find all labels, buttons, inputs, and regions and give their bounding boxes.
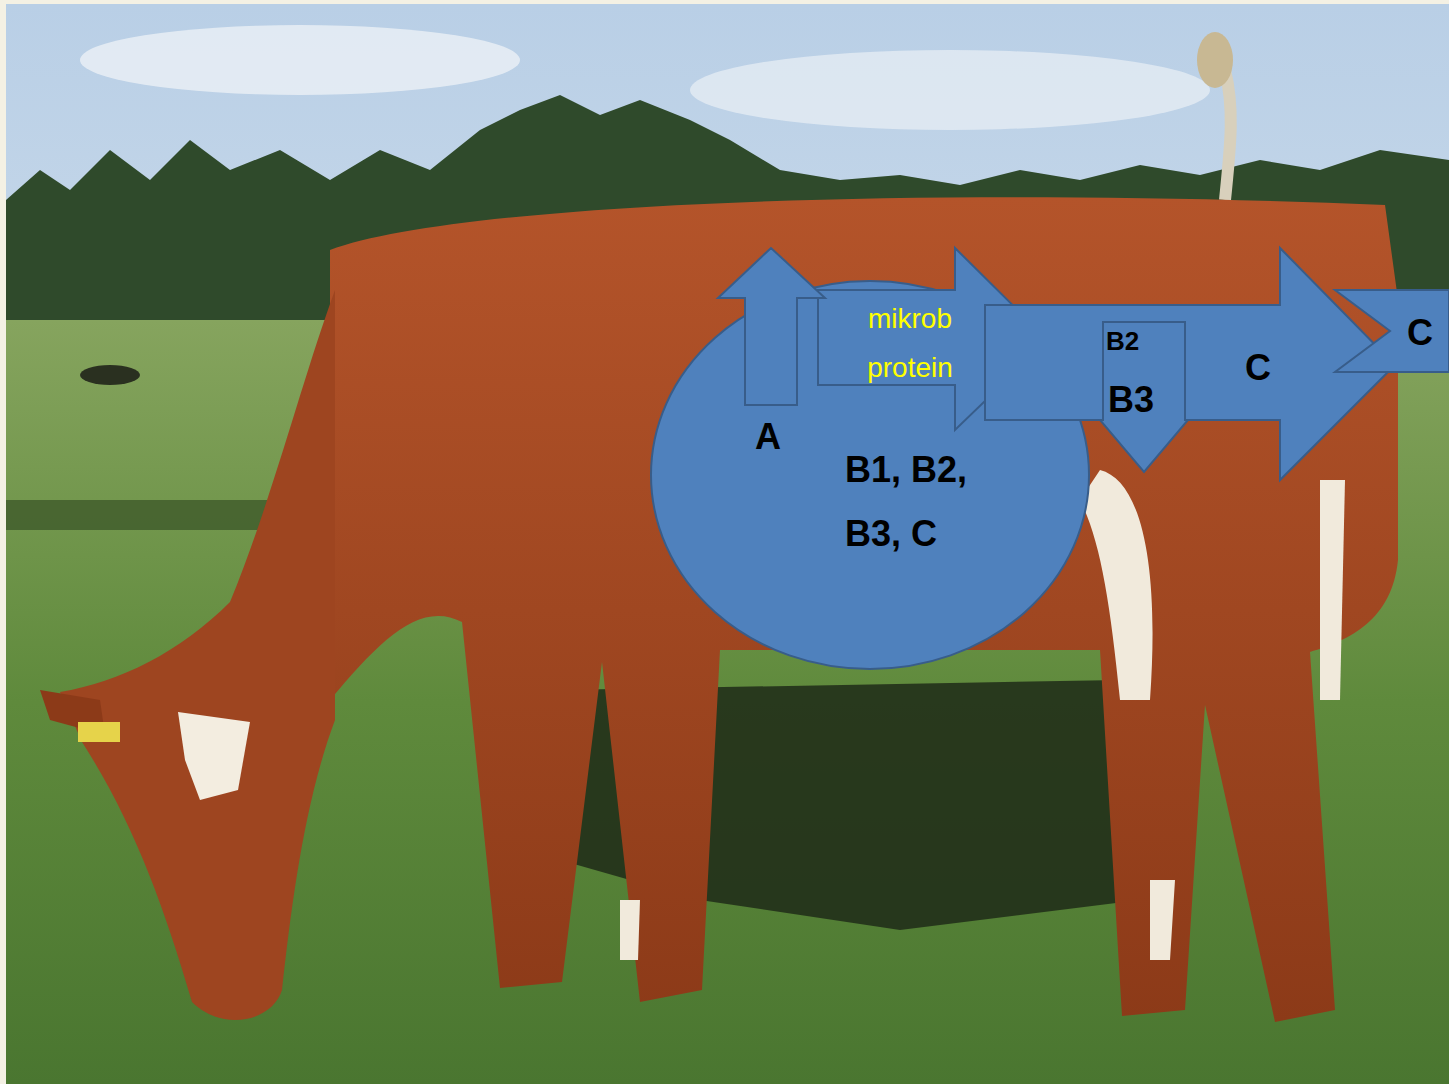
distant-cattle: [80, 365, 140, 385]
down-arrow: B2B3: [1100, 322, 1188, 472]
tail-tuft: [1197, 32, 1233, 88]
nutrient-list: B1, B2, B3, C: [845, 438, 1010, 566]
udder-patch: [1080, 470, 1153, 700]
process-letter: A: [748, 415, 788, 459]
arrow-outline: [1100, 322, 1188, 472]
text-slot: mikrob protein: [840, 294, 980, 392]
block-arrow: C: [985, 248, 1395, 480]
text-slot: A: [748, 415, 788, 459]
cloud: [690, 50, 1210, 130]
cow-head: [60, 290, 335, 1020]
nutrient-letter: B3: [1108, 378, 1170, 422]
leg-patch: [1150, 880, 1175, 960]
nutrient-letter: C: [1238, 346, 1278, 390]
arrow-outline: [1335, 290, 1449, 372]
text-slot: C: [1400, 311, 1440, 355]
cow-body: [330, 197, 1398, 1022]
absorption-arrow: [718, 248, 825, 405]
text-slot: B1, B2, B3, C: [845, 438, 1010, 566]
cloud: [80, 25, 520, 95]
head-blaze: [178, 712, 250, 800]
arrow-outline: [985, 248, 1395, 480]
text-slot: B3: [1108, 378, 1170, 422]
leg-patch: [620, 900, 640, 960]
text-slot: C: [1238, 346, 1278, 390]
exit-arrow: C: [1335, 290, 1449, 372]
nutrient-letter: B2: [1106, 325, 1152, 357]
cow-tail: [1225, 70, 1231, 200]
leg-patch: [1320, 480, 1345, 700]
nutrient-letter: C: [1400, 311, 1440, 355]
arrow-label: mikrob protein: [840, 294, 980, 392]
node-outline: [985, 248, 1395, 480]
text-slot: B2: [1106, 325, 1152, 357]
sky: [6, 4, 1449, 1084]
ear-tag: [78, 722, 120, 742]
